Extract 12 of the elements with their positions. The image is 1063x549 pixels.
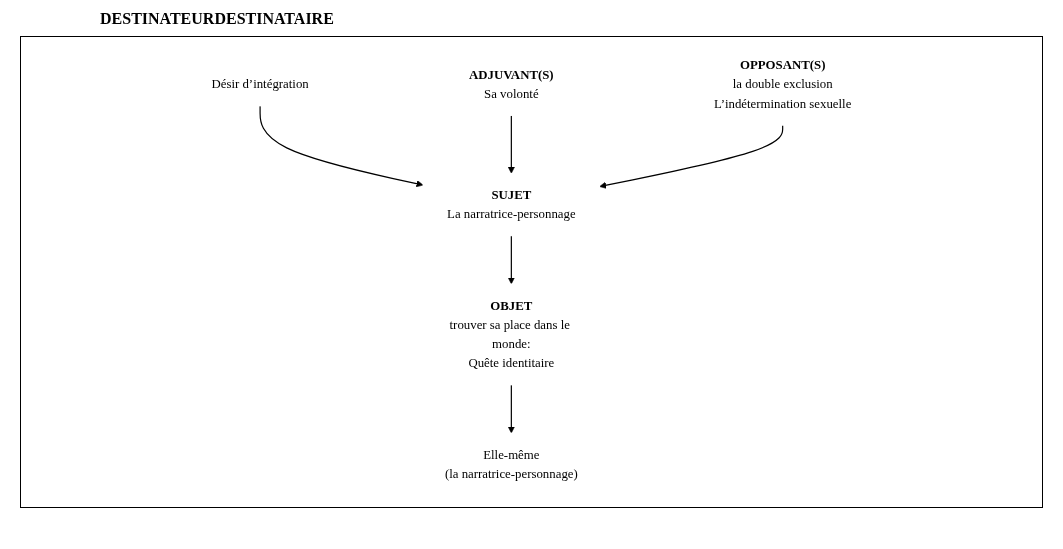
node-text: ADJUVANT(S) Sa volonté	[469, 67, 554, 101]
node-text: OBJET trouver sa place dans le monde: Quête identitaire	[449, 298, 571, 370]
node-text: OPPOSANT(S) la double exclusion L’indétermination sexuelle	[714, 57, 852, 110]
arrow	[599, 124, 784, 189]
arrow	[259, 105, 424, 188]
node-text: SUJET La narratrice-personnage	[447, 187, 576, 221]
arrow	[507, 114, 515, 174]
node-text: Elle-même (la narratrice-personnage)	[445, 447, 578, 481]
arrow	[507, 384, 515, 434]
node-text: Désir d’intégration	[211, 77, 309, 91]
title: DESTINATEURDESTINATAIRE	[99, 9, 335, 28]
arrow	[507, 235, 515, 285]
